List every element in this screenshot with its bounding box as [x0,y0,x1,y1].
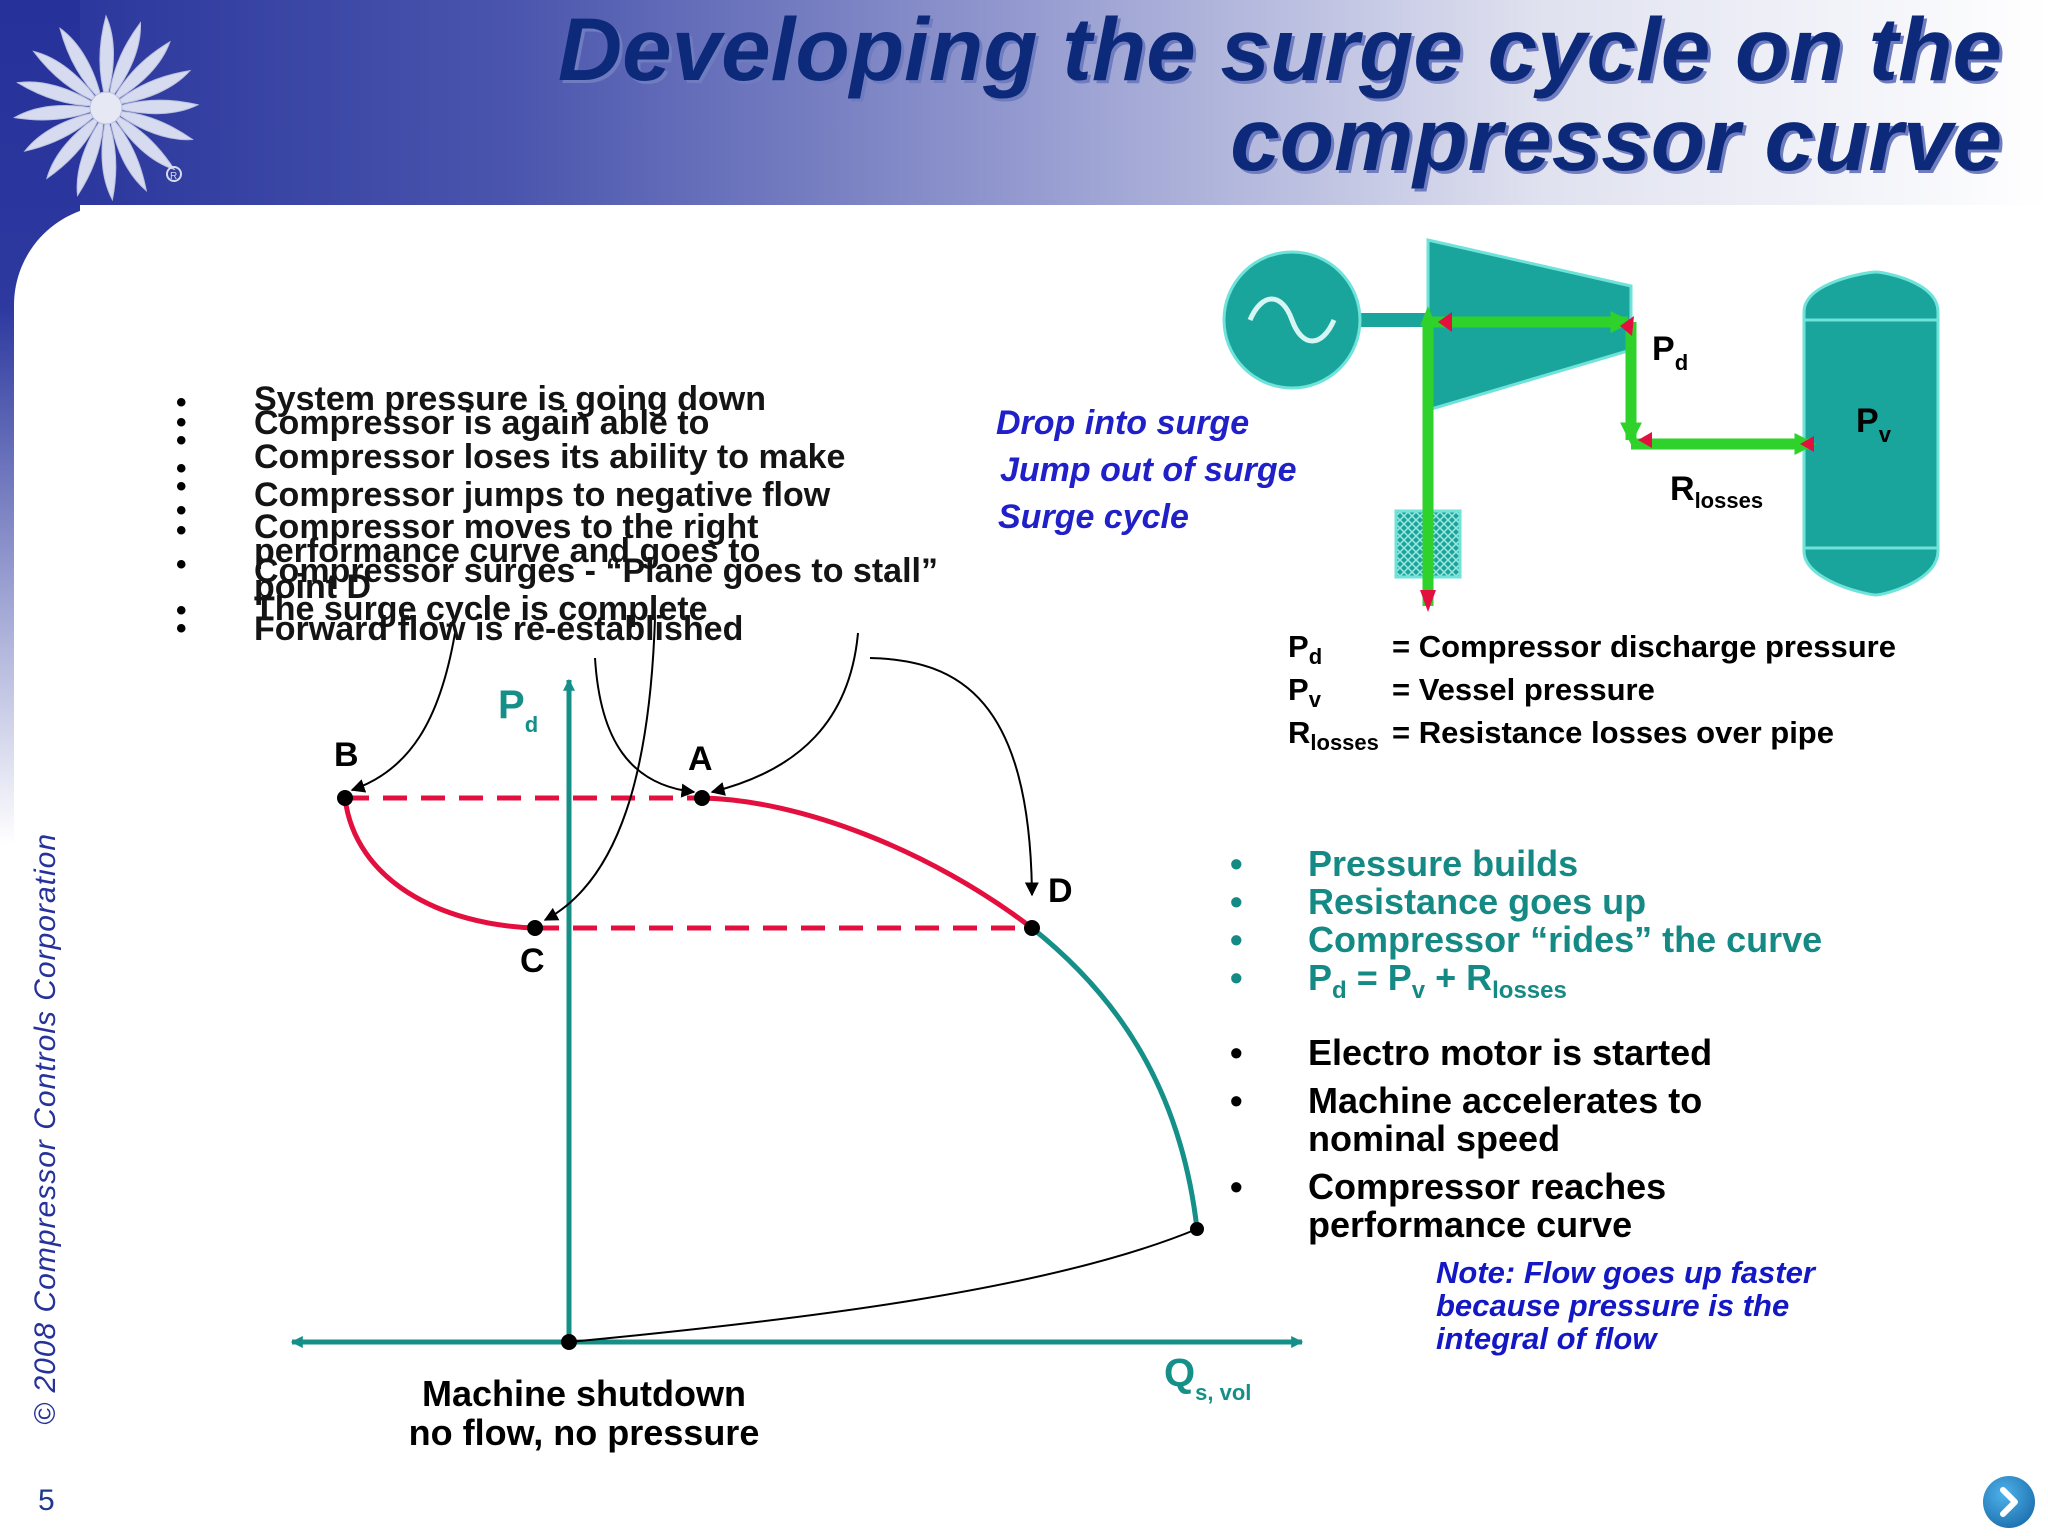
point-a-label: A [688,740,713,778]
black-bullet-list: Electro motor is started Machine acceler… [1220,1034,1748,1254]
jump-out-of-surge: Jump out of surge [1000,451,1297,489]
legend-row-rlosses: Rlosses = Resistance losses over pipe [1288,715,1834,756]
performance-curve-upper [701,795,1034,930]
red-arrow-1 [1438,312,1452,332]
negative-flow-curve [342,797,536,931]
drop-into-surge: Drop into surge [996,404,1250,442]
black-bullet-2: Machine accelerates to nominal speed [1220,1082,1748,1158]
shutdown-line-2: no flow, no pressure [408,1412,760,1453]
point-b [337,790,353,806]
red-arrow-2 [1620,316,1634,336]
overlap-line-5: Compressor moves to the right [254,508,759,546]
bullet-dot: • [176,594,187,627]
red-arrow-bottom [1420,590,1436,612]
callout-arrow-a-right [710,632,859,796]
performance-curve-lower [1030,926,1200,1230]
note-line-3: integral of flow [1436,1321,1657,1356]
legend: Pd = Compressor discharge pressure Pv = … [1288,630,1896,760]
slide-title: Developing the surge cycle on the compre… [212,4,2002,184]
overlap-line-4: Compressor jumps to negative flow [254,476,831,514]
point-c-label: C [520,942,545,980]
copyright: © 2008 Compressor Controls Corporation [29,832,62,1425]
bullet-dot: • [176,494,187,527]
next-slide-button[interactable] [1983,1476,2035,1528]
x-axis-label: Qs, vol [1164,1351,1251,1405]
point-b-label: B [334,736,359,774]
curve-end-point [1190,1222,1204,1236]
black-bullet-3: Compressor reaches performance curve [1220,1168,1748,1244]
note: Note: Flow goes up faster because pressu… [1436,1256,1815,1355]
page-number: 5 [38,1484,55,1517]
green-bullet-formula: Pd = Pv + Rlosses [1220,959,1822,1010]
callout-arrow-a-left [594,657,696,798]
overlap-line-9: The surge cycle is complete [254,590,708,628]
bullet-dot: • [176,452,187,485]
pv-label: Pv [1856,402,1892,447]
green-bullet-3: Compressor “rides” the curve [1220,921,1822,960]
bullet-dot: • [176,514,187,547]
y-axis-label: Pd [498,683,538,737]
overlap-line-8: point D [254,568,372,606]
green-bullet-2: Resistance goes up [1220,883,1822,922]
point-d-label: D [1048,872,1073,910]
overlap-line-1: System pressure is going down [254,380,767,418]
ccc-logo-icon: R [13,14,200,202]
note-line-1: Note: Flow goes up faster [1436,1255,1815,1290]
legend-row-pd: Pd = Compressor discharge pressure [1288,629,1896,670]
rlosses-label: Rlosses [1670,470,1763,513]
title-line-2: compressor curve [1230,89,2002,189]
red-arrow-4 [1800,436,1814,452]
bullet-dot: • [176,424,187,457]
svg-text:R: R [170,171,177,182]
surge-cycle: Surge cycle [998,498,1189,536]
bullet-dot: • [176,406,187,439]
point-d [1024,920,1040,936]
bullet-dot: • [176,386,187,419]
machine-shutdown-label: Machine shutdown no flow, no pressure [368,1374,800,1452]
bullet-dot: • [176,470,187,503]
green-bullet-1: Pressure builds [1220,845,1822,884]
overlap-line-10: Forward flow is re-established [254,610,744,648]
header-band [0,0,2048,205]
pd-label: Pd [1652,330,1688,375]
callout-arrow-c [543,617,656,921]
green-bullet-list: Pressure builds Resistance goes up Compr… [1220,845,1822,1010]
point-a [694,790,710,806]
point-c [527,920,543,936]
title-line-1: Developing the surge cycle on the [557,0,2002,99]
legend-row-pv: Pv = Vessel pressure [1288,672,1655,713]
overlap-line-6: performance curve and goes to [254,532,761,570]
chevron-right-icon [2000,1487,2018,1517]
shutdown-line-1: Machine shutdown [422,1373,746,1414]
black-bullet-1: Electro motor is started [1220,1034,1748,1073]
bullet-dot: • [176,612,187,645]
callout-arrow-d [869,657,1039,897]
bullet-dot: • [176,548,187,581]
overlap-line-2: Compressor is again able to [254,404,710,442]
overlap-line-3: Compressor loses its ability to make [254,438,846,476]
startup-curve [568,1228,1198,1343]
vessel-icon [1802,270,1940,597]
origin-point [561,1334,577,1350]
red-arrow-3 [1638,432,1652,448]
overlapping-annotations: • • • • • • • • • • System pressure is g… [170,382,1370,652]
overlap-line-7: Compressor surges - “Plane goes to stall… [254,552,938,590]
callout-arrow-b [350,632,456,793]
flow-arrow-up [1420,306,1436,326]
note-line-2: because pressure is the [1436,1288,1790,1323]
sine-wave-icon [1247,296,1337,344]
